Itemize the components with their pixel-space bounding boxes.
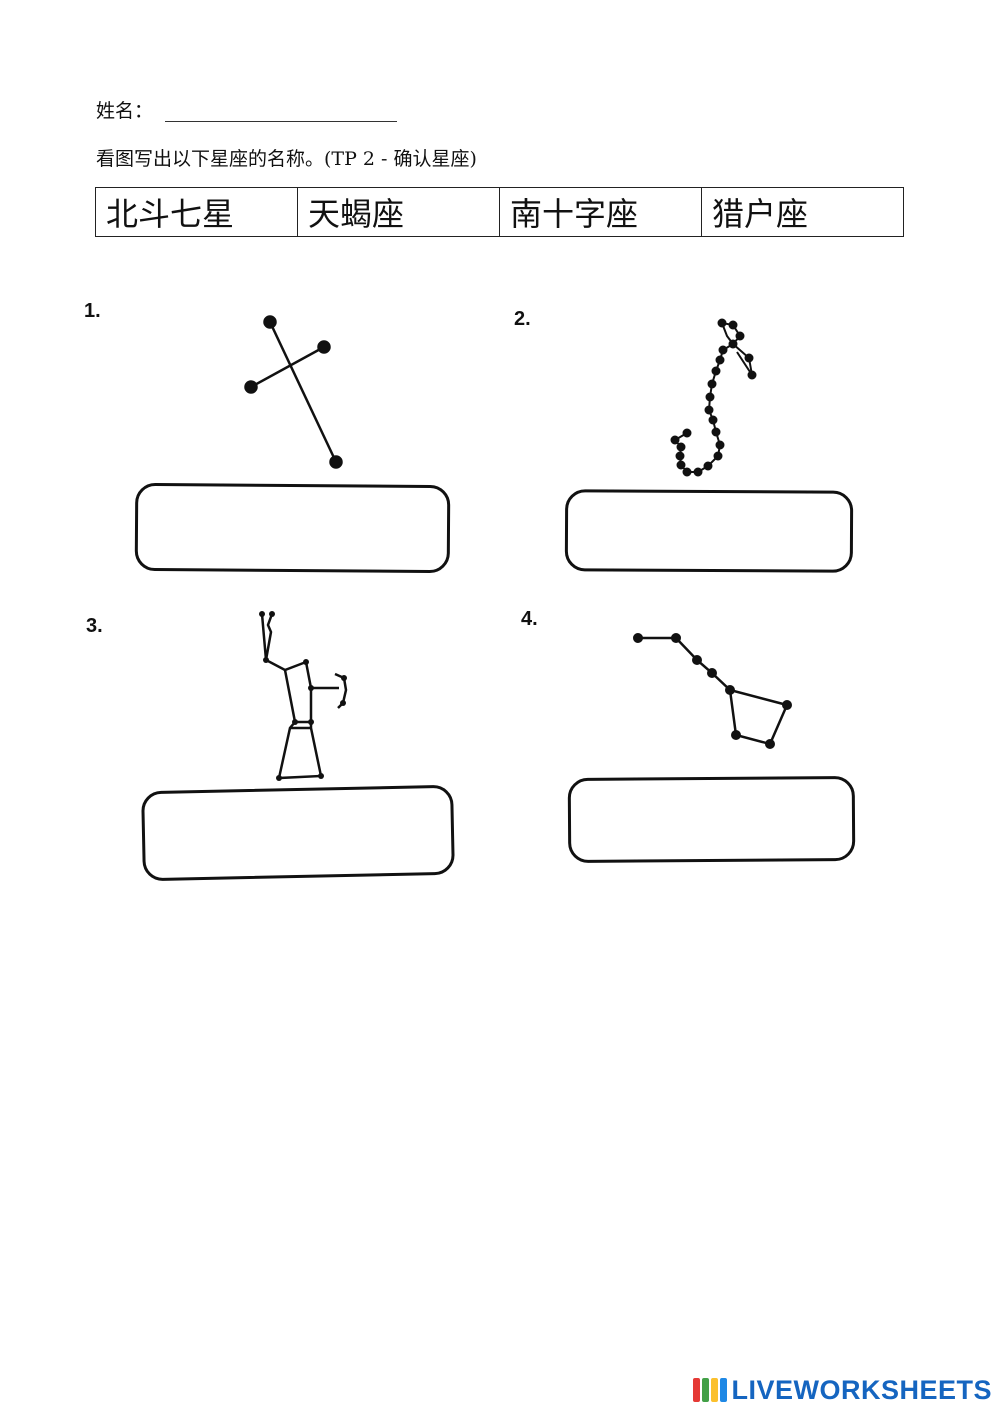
name-underline[interactable] [165,121,397,122]
word-bank-item: 南十字座 [499,187,702,237]
question-number: 1. [84,300,101,322]
logo-bar [693,1378,701,1402]
word-bank-item: 北斗七星 [95,187,298,237]
question-number: 2. [514,308,531,330]
name-label: 姓名： [96,100,154,122]
question-number: 3. [86,615,103,637]
question-number: 4. [521,608,538,630]
logo-bar [720,1378,728,1402]
word-bank-table: 北斗七星 天蝎座 南十字座 猎户座 [95,187,904,237]
brand-text: LIVEWORKSHEETS [731,1374,992,1405]
word-bank-item: 天蝎座 [297,187,500,237]
answer-input[interactable] [570,778,857,862]
liveworksheets-brand: LIVEWORKSHEETS [693,1373,992,1407]
liveworksheets-logo-icon [693,1378,728,1402]
answer-box[interactable] [567,775,857,864]
logo-bar [702,1378,710,1402]
instruction-text: 看图写出以下星座的名称。(TP 2 - 确认星座) [96,148,477,170]
word-bank-item: 猎户座 [701,187,904,237]
logo-bar [711,1378,719,1402]
